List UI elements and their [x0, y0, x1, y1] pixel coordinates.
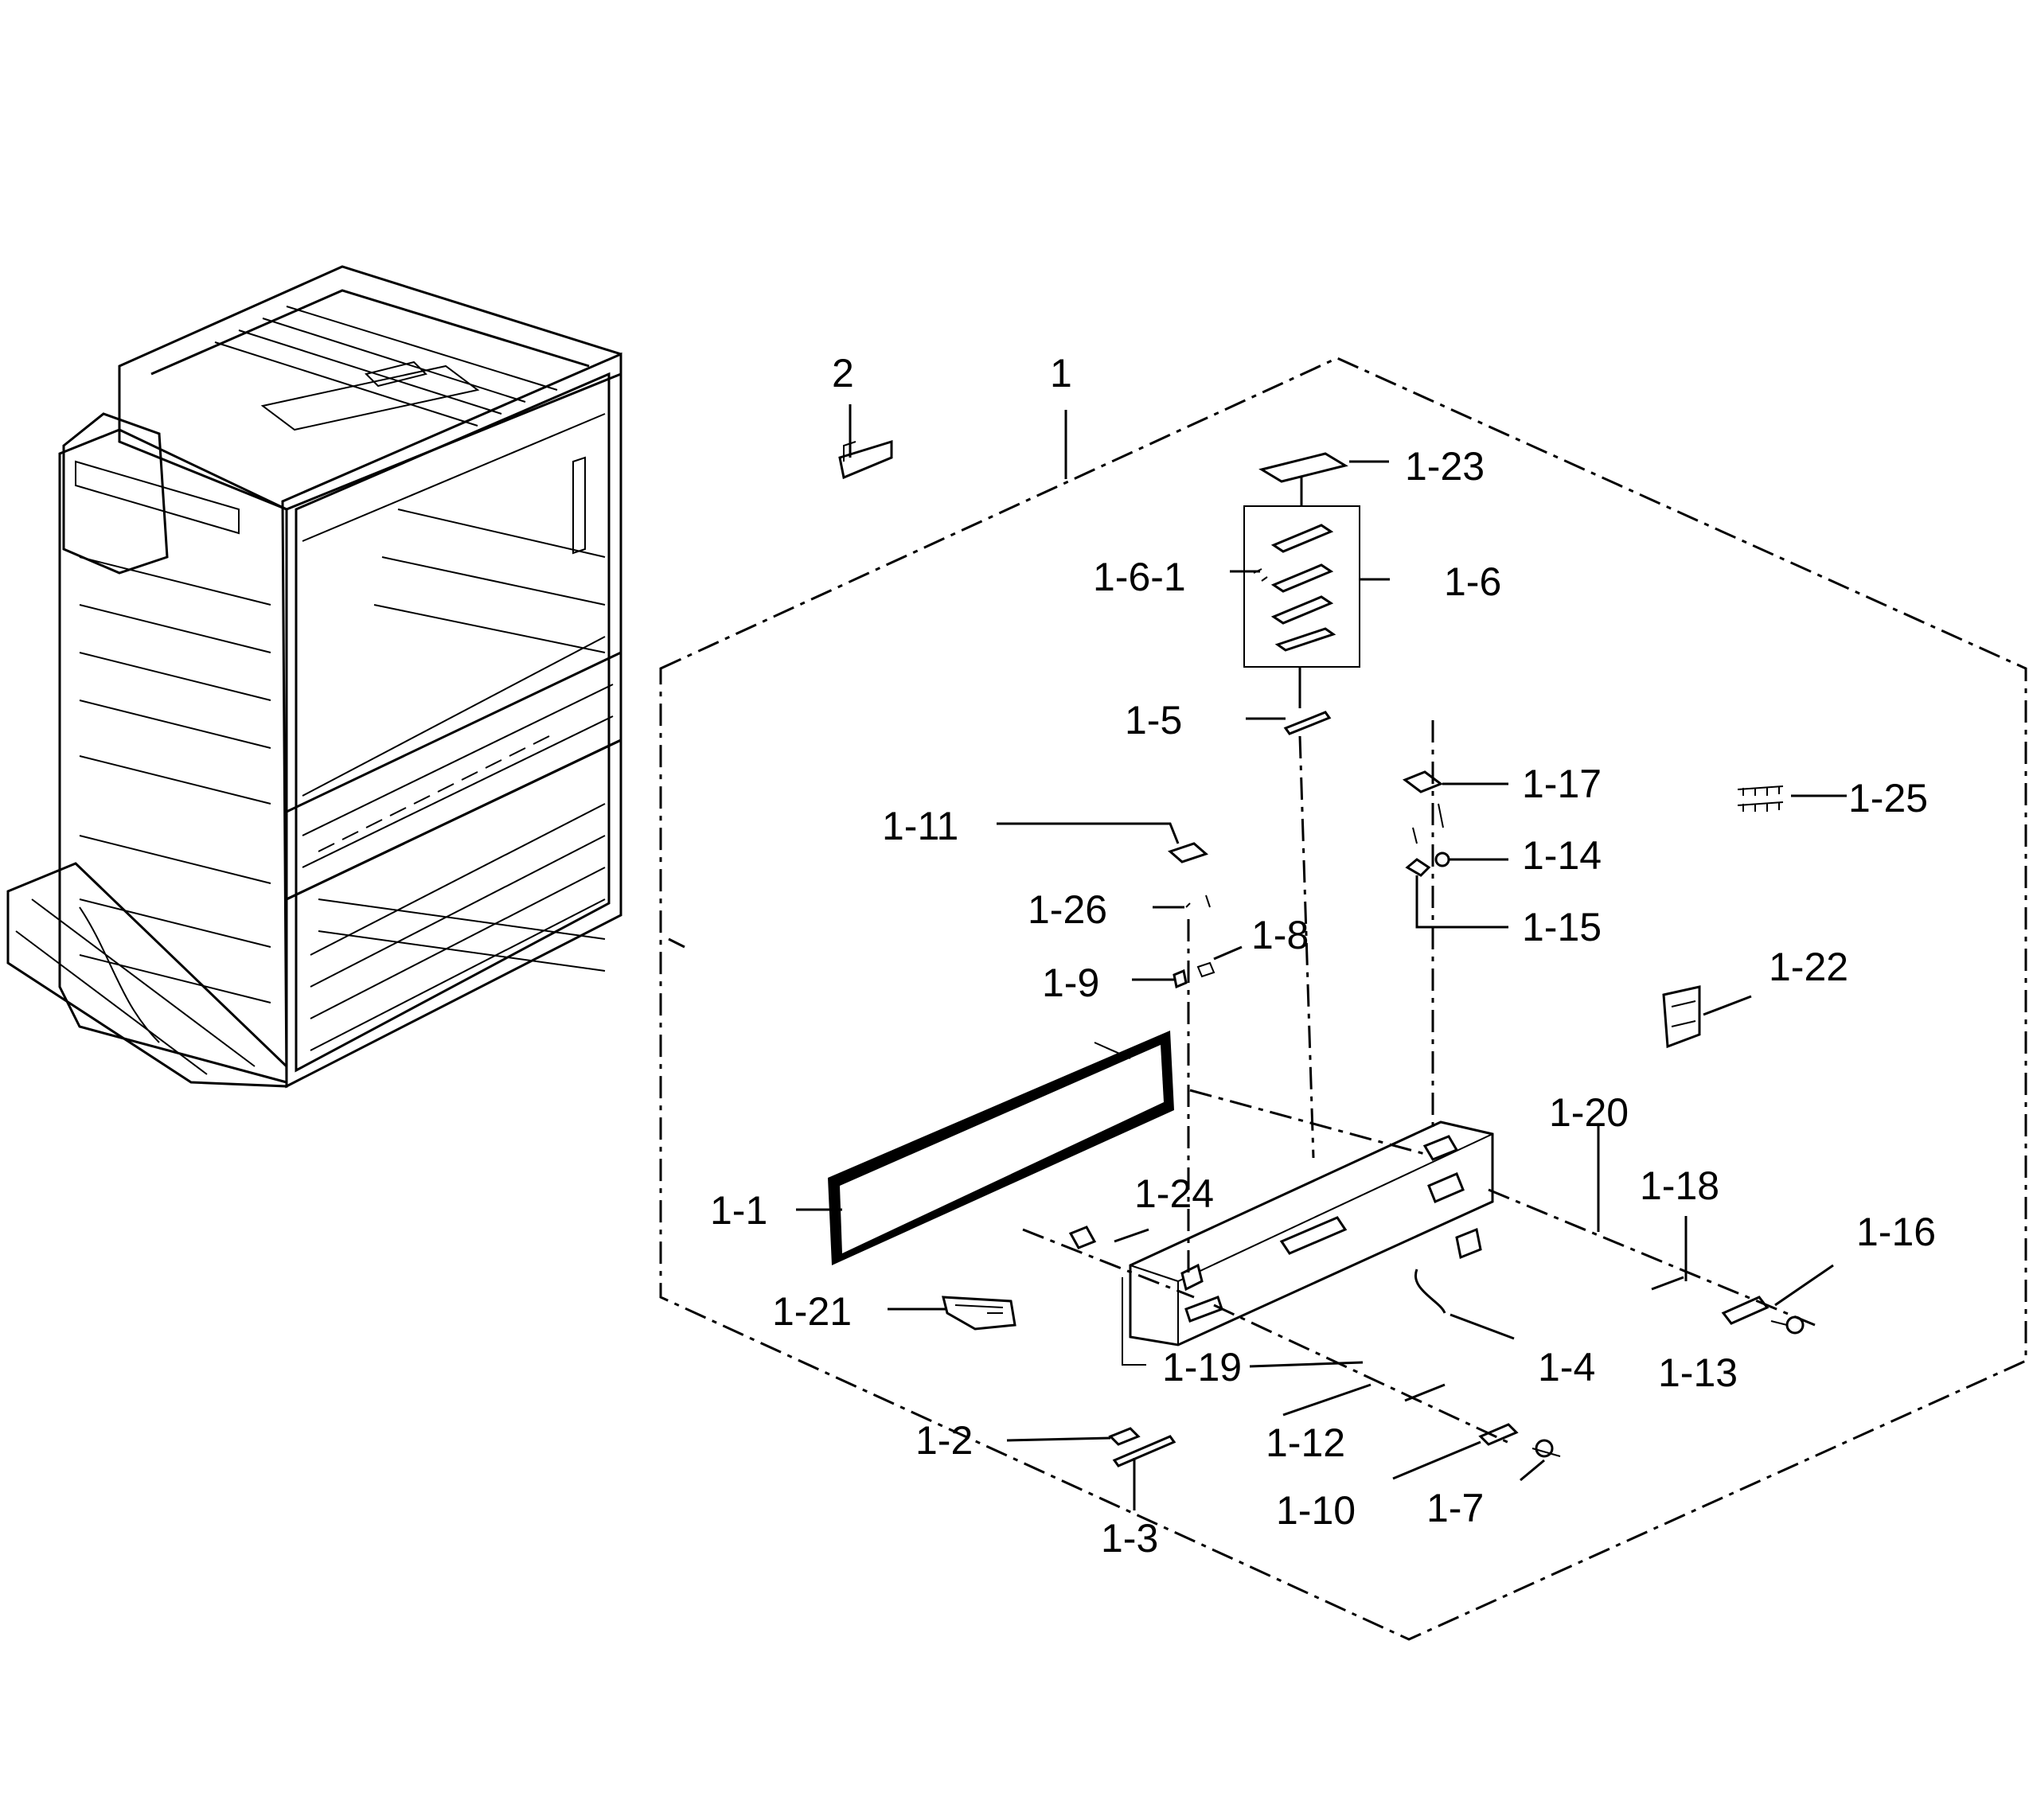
- callout-1-13: 1-13: [1658, 1350, 1738, 1395]
- callout-labels: 2 1 1-23 1-6-1 1-6 1-5 1-17 1-25 1-11 1-…: [710, 351, 1936, 1561]
- callout-1-12: 1-12: [1266, 1421, 1345, 1465]
- callout-1-9: 1-9: [1042, 961, 1099, 1005]
- callout-1-23: 1-23: [1405, 444, 1485, 489]
- callout-1-15: 1-15: [1522, 905, 1602, 949]
- part-1-25-screws: [1737, 785, 1784, 812]
- part-2-bracket: [838, 439, 893, 480]
- callout-1-24: 1-24: [1134, 1171, 1214, 1216]
- part-1-10-bracket: [1478, 1423, 1519, 1446]
- part-1-17-hinge-pin: [1402, 770, 1444, 844]
- callout-1-26: 1-26: [1028, 887, 1107, 932]
- callout-1-17: 1-17: [1522, 762, 1602, 806]
- callout-1-7: 1-7: [1426, 1486, 1484, 1530]
- callout-1-11: 1-11: [882, 804, 958, 848]
- part-1-14-cap: [1434, 852, 1450, 867]
- part-1-5-strip: [1283, 711, 1332, 735]
- leader-lines: [796, 404, 1847, 1510]
- callout-1-6-1: 1-6-1: [1093, 555, 1186, 599]
- part-1-23-pad: [1258, 452, 1348, 483]
- callout-1-10: 1-10: [1276, 1488, 1356, 1533]
- part-1-11-clip: [1168, 842, 1208, 863]
- callout-1-19: 1-19: [1162, 1345, 1242, 1389]
- callout-1-21: 1-21: [772, 1289, 852, 1334]
- part-1-9-pin: [1173, 968, 1188, 989]
- part-1-24-clip: [1068, 1226, 1097, 1249]
- part-1-8-spring: [1196, 961, 1215, 978]
- part-1-21-bracket: [942, 1296, 1016, 1331]
- part-1-19-drawer-rail: [1122, 1120, 1494, 1366]
- callout-1: 1: [1050, 351, 1072, 396]
- callout-1-22: 1-22: [1769, 945, 1848, 989]
- part-1-26-screw: [1185, 894, 1211, 908]
- assembly-outline: [659, 357, 2027, 1641]
- part-1-18-rod: [1651, 1276, 1684, 1291]
- callout-1-4: 1-4: [1538, 1345, 1595, 1389]
- callout-1-16: 1-16: [1856, 1210, 1936, 1254]
- part-1-3-strip: [1112, 1435, 1176, 1467]
- part-1-7-roller: [1532, 1439, 1561, 1458]
- refrigerator-cabinet: [6, 265, 685, 1089]
- callout-1-20: 1-20: [1549, 1090, 1629, 1135]
- callout-1-14: 1-14: [1522, 833, 1602, 878]
- part-1-6-filter-set: [1243, 505, 1360, 668]
- part-1-13-roller: [1770, 1315, 1805, 1335]
- callout-1-2: 1-2: [915, 1418, 973, 1463]
- part-1-1-gasket: [828, 1031, 1174, 1265]
- callout-1-5: 1-5: [1125, 698, 1182, 742]
- part-1-22-hinge: [1662, 985, 1701, 1049]
- part-1-16-slide: [1721, 1296, 1770, 1325]
- callout-1-6: 1-6: [1444, 559, 1501, 604]
- callout-1-8: 1-8: [1251, 913, 1309, 957]
- callout-1-18: 1-18: [1640, 1163, 1719, 1208]
- part-1-4-wire-harness: [1414, 1269, 1446, 1314]
- callout-1-25: 1-25: [1848, 776, 1928, 820]
- callout-1-1: 1-1: [710, 1188, 767, 1233]
- assembly-axis-lines: [1022, 720, 1816, 1446]
- callout-1-3: 1-3: [1101, 1516, 1158, 1561]
- part-1-2-pad: [1108, 1427, 1141, 1446]
- part-1-15-bushing: [1405, 858, 1431, 877]
- callout-2: 2: [832, 351, 854, 396]
